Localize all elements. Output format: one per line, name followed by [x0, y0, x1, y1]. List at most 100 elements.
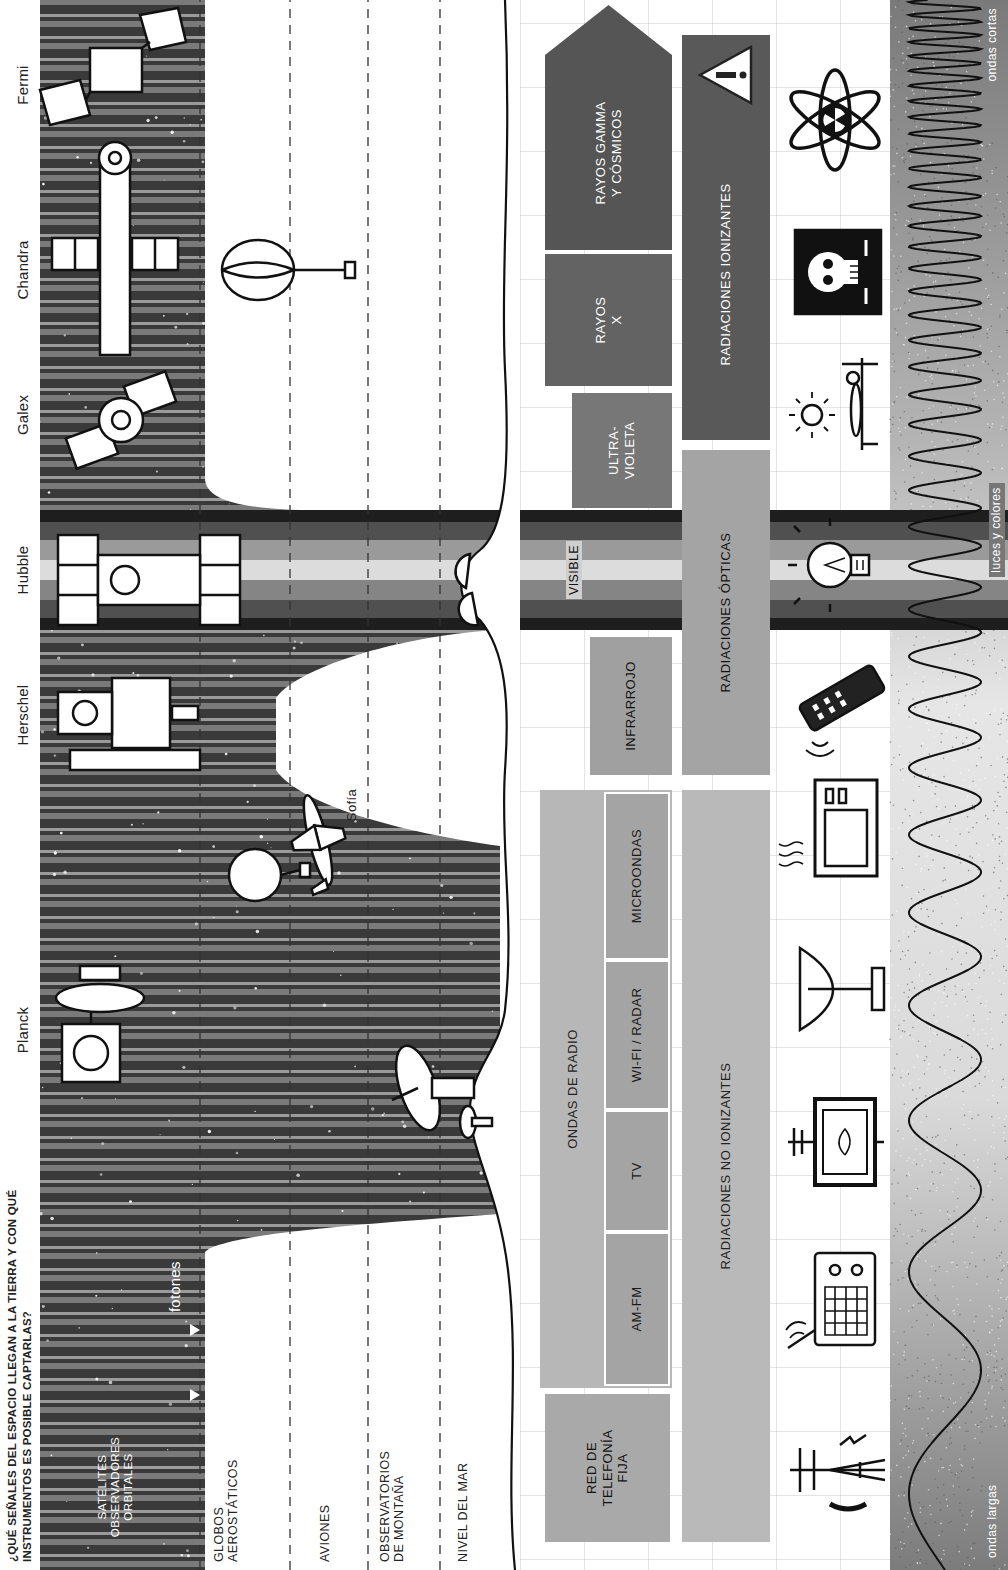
- speckle: [967, 1489, 969, 1491]
- speckle: [969, 1111, 971, 1113]
- speckle: [966, 1565, 968, 1567]
- star: [164, 179, 165, 180]
- speckle: [902, 53, 904, 55]
- speckle: [951, 168, 953, 170]
- speckle: [891, 1469, 893, 1471]
- star: [259, 308, 261, 310]
- speckle: [913, 285, 915, 287]
- speckle: [958, 854, 960, 856]
- speckle: [957, 1198, 959, 1200]
- star: [258, 441, 261, 444]
- speckle: [999, 734, 1001, 736]
- speckle: [943, 1484, 945, 1486]
- speckle: [990, 964, 992, 966]
- speckle: [921, 1229, 923, 1231]
- speckle: [940, 1459, 942, 1461]
- speckle: [892, 147, 894, 149]
- speckle: [911, 718, 913, 720]
- speckle: [998, 823, 1000, 825]
- speckle: [912, 237, 914, 239]
- speckle: [906, 323, 908, 325]
- speckle: [916, 830, 918, 832]
- speckle: [952, 746, 954, 748]
- speckle: [989, 329, 991, 331]
- speckle: [915, 146, 917, 148]
- speckle: [935, 1088, 937, 1090]
- speckle: [937, 686, 939, 688]
- speckle: [908, 821, 910, 823]
- speckle: [1005, 970, 1007, 972]
- speckle: [959, 41, 961, 43]
- speckle: [987, 329, 989, 331]
- speckle: [978, 650, 980, 652]
- speckle: [934, 36, 936, 38]
- speckle: [894, 1203, 896, 1205]
- speckle: [934, 446, 936, 448]
- speckle: [981, 1490, 983, 1492]
- speckle: [987, 296, 989, 298]
- speckle: [987, 264, 989, 266]
- speckle: [911, 1395, 913, 1397]
- speckle: [942, 1531, 944, 1533]
- speckle: [891, 764, 893, 766]
- star: [40, 421, 41, 422]
- speckle: [914, 707, 916, 709]
- speckle: [902, 1531, 904, 1533]
- speckle: [991, 1354, 993, 1356]
- speckle: [1000, 723, 1002, 725]
- speckle: [966, 498, 968, 500]
- speckle: [898, 690, 900, 692]
- speckle: [975, 720, 977, 722]
- star: [320, 147, 321, 148]
- star: [233, 1006, 236, 1009]
- speckle: [977, 453, 979, 455]
- speckle: [914, 121, 916, 123]
- speckle: [957, 1546, 959, 1548]
- speckle: [964, 1357, 966, 1359]
- speckle: [901, 32, 903, 34]
- speckle: [906, 63, 908, 65]
- speckle: [898, 940, 900, 942]
- speckle: [913, 1305, 915, 1307]
- speckle: [960, 83, 962, 85]
- star: [479, 355, 482, 358]
- star: [54, 754, 56, 756]
- star: [420, 507, 422, 509]
- speckle: [938, 758, 940, 760]
- speckle: [906, 143, 908, 145]
- speckle: [925, 828, 927, 830]
- speckle: [929, 1505, 931, 1507]
- speckle: [982, 226, 984, 228]
- star: [155, 116, 158, 119]
- speckle: [908, 1526, 910, 1528]
- star: [394, 713, 396, 715]
- speckle: [985, 288, 987, 290]
- speckle: [967, 816, 969, 818]
- speckle: [912, 1121, 914, 1123]
- speckle: [940, 1502, 942, 1504]
- speckle: [987, 1219, 989, 1221]
- speckle: [920, 1302, 922, 1304]
- speckle: [942, 672, 944, 674]
- speckle: [989, 229, 991, 231]
- speckle: [931, 838, 933, 840]
- speckle: [911, 1326, 913, 1328]
- speckle: [971, 989, 973, 991]
- speckle: [906, 26, 908, 28]
- speckle: [965, 889, 967, 891]
- speckle: [975, 1266, 977, 1268]
- speckle: [952, 178, 954, 180]
- speckle: [965, 1001, 967, 1003]
- speckle: [895, 6, 897, 8]
- speckle: [927, 1068, 929, 1070]
- speckle: [915, 673, 917, 675]
- star: [428, 727, 431, 730]
- star: [174, 326, 177, 329]
- speckle: [953, 1210, 955, 1212]
- speckle: [992, 469, 994, 471]
- speckle: [987, 1045, 989, 1047]
- speckle: [936, 1034, 938, 1036]
- speckle: [987, 1276, 989, 1278]
- speckle: [968, 832, 970, 834]
- speckle: [890, 1477, 892, 1479]
